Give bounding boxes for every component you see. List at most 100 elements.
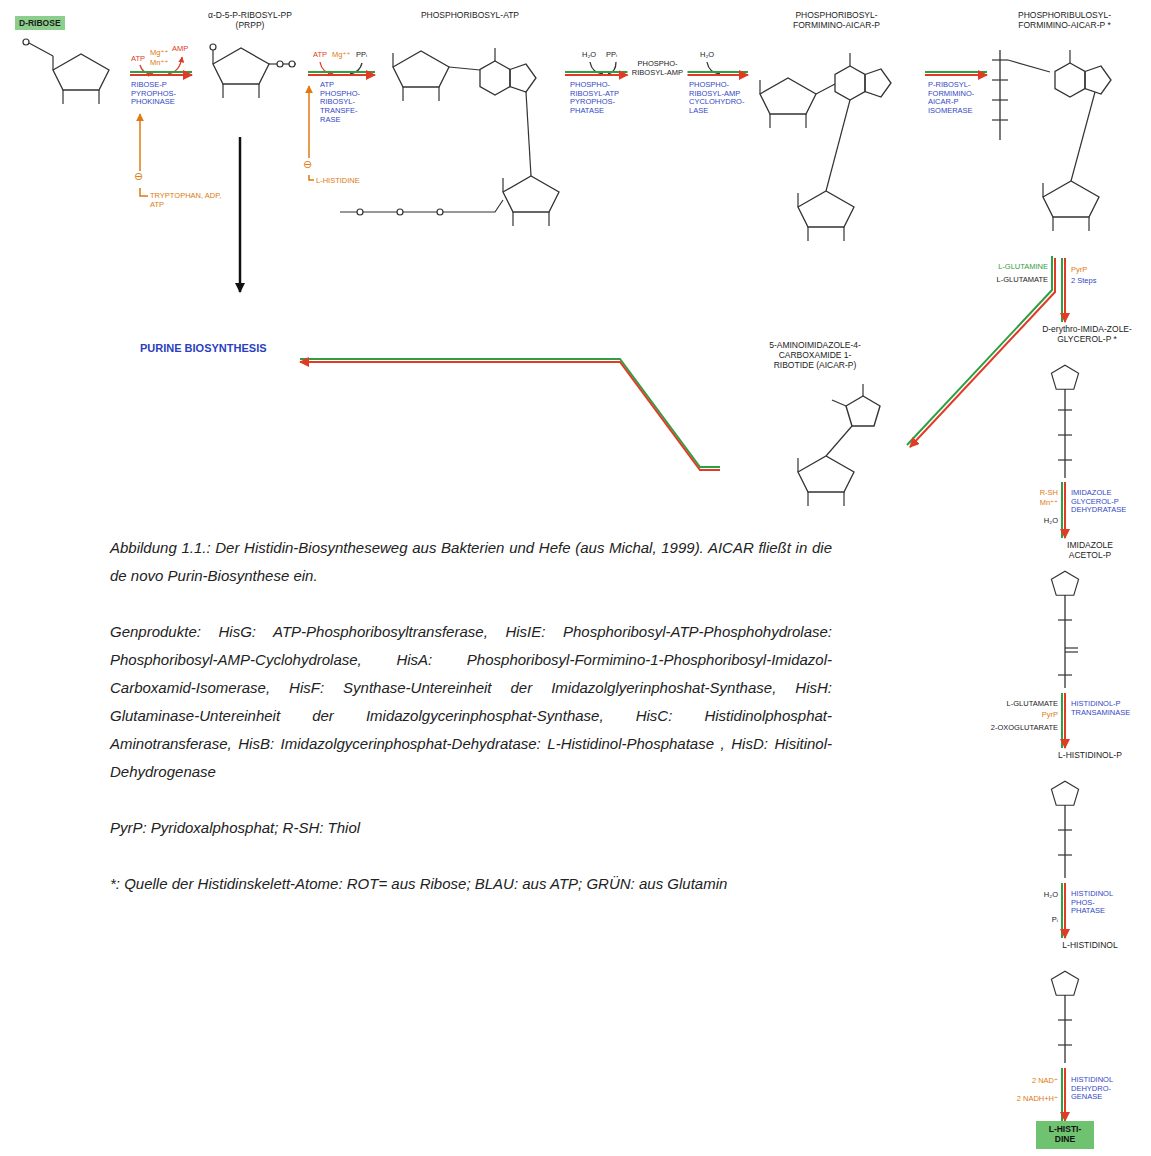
reaction-arrow [1062, 693, 1065, 748]
cofactor-label: ⊖ [303, 159, 312, 170]
side-chain [1064, 595, 1065, 688]
reaction-line [925, 74, 987, 76]
compound-name: 5-AMINOIMIDAZOLE-4-CARBOXAMIDE 1-RIBOTID… [759, 340, 871, 371]
reaction-line [565, 71, 628, 73]
bond-line [526, 92, 531, 176]
reaction-line [1061, 1068, 1063, 1121]
figure-caption: Abbildung 1.1.: Der Histidin-Biosynthese… [110, 534, 832, 590]
reaction-line [1061, 482, 1063, 538]
reaction-line [565, 74, 628, 76]
phosphate-symbol [289, 61, 295, 67]
cofactor-label: AMP [172, 44, 188, 53]
reaction-arrow [565, 72, 628, 75]
cofactor-label: PyrP [1071, 265, 1087, 274]
footnote: PyrP: Pyridoxalphosphat; R-SH: Thiol [110, 814, 832, 842]
bond-line [1065, 651, 1078, 652]
phosphate-symbol [210, 44, 216, 50]
compound-name: L-HISTIDINOL-P [1042, 750, 1138, 760]
cofactor-label: ATP [313, 50, 327, 59]
enzyme-label: HISTIDINOL DEHYDRO-GENASE [1071, 1076, 1126, 1102]
reaction-line [907, 256, 1052, 445]
reaction-arrow [1062, 1068, 1065, 1121]
reaction-line [300, 362, 720, 470]
bond-line [449, 67, 480, 70]
bond-line [1058, 1019, 1072, 1020]
cofactor-label: PPᵢ [606, 50, 617, 59]
bond-line [992, 119, 1008, 120]
compound-box: PHOSPHORIBOSYL-FORMIMINO-AICAR-P [748, 8, 925, 258]
reaction-arrow [300, 359, 720, 470]
enzyme-label: HISTIDINOL-P TRANSAMINASE [1071, 700, 1145, 717]
ribose-ring [393, 51, 449, 101]
cofactor-label: H₂O [700, 50, 714, 59]
compound-name: PHOSPHORIBOSYL-ATP [395, 10, 545, 20]
reaction-line [688, 74, 749, 76]
cofactor-label: H₂O [582, 50, 596, 59]
cofactor-label: L-GLUTAMATE [1007, 699, 1058, 708]
reaction-line [688, 71, 749, 73]
bond-line [1058, 459, 1072, 460]
bond-line [1071, 92, 1095, 181]
cofactor-label: ⊖ [134, 171, 143, 182]
imidazole-ring [1051, 781, 1078, 805]
reaction-line [1064, 693, 1066, 748]
bond-line [1008, 60, 1050, 72]
compound-box: D-erythro-IMIDA-ZOLE-GLYCEROL-P * [1029, 322, 1145, 482]
glycerol-chain [1064, 389, 1065, 478]
bond-line [992, 99, 1008, 100]
reaction-arrow [308, 72, 375, 75]
bond-line [1058, 829, 1072, 830]
reaction-line [130, 71, 192, 73]
enzyme-label: IMIDAZOLE GLYCEROL-P DEHYDRATASE [1071, 489, 1145, 515]
reaction-arrow [1062, 258, 1065, 322]
compound-name: PHOSPHORIBULOSYL-FORMIMINO-AICAR-P * [1006, 10, 1124, 30]
cofactor-label: L-GLUTAMATE [997, 275, 1048, 284]
branch-arrow [239, 137, 242, 292]
reaction-arrow [1062, 482, 1065, 538]
reaction-line [308, 71, 375, 73]
bond-line [826, 426, 852, 456]
bond-line [862, 384, 863, 396]
reaction-line [910, 258, 1055, 447]
reaction-arrow [1062, 883, 1065, 938]
phosphate-symbol [23, 39, 29, 45]
ribose-ring [760, 78, 816, 128]
compound-box: α-D-5-P-RIBOSYL-PP (PRPP) [192, 8, 308, 133]
compound-name: IMIDAZOLE ACETOL-P [1054, 540, 1126, 560]
cofactor-label: L-HISTIDINE [316, 176, 360, 185]
bond-line [992, 59, 1008, 60]
phosphate-symbol [397, 209, 403, 215]
bond-line [1058, 854, 1072, 855]
compound-name: L-HISTIDINOL [1042, 940, 1138, 950]
cofactor-label: Mg⁺⁺ [150, 48, 168, 57]
inhibition-arrow [308, 86, 310, 158]
phosphate-symbol [277, 61, 283, 67]
imidazole-ring [1051, 971, 1078, 995]
ribose-ring [503, 176, 559, 226]
enzyme-label: PHOSPHO-RIBOSYL-ATP PYROPHOS-PHATASE [570, 81, 630, 116]
cofactor-label: Pᵢ [1052, 915, 1058, 924]
triphosphate-chain [340, 200, 503, 212]
reaction-line [308, 74, 375, 76]
reaction-line [1061, 693, 1063, 748]
enzyme-label: 2 Steps [1071, 277, 1131, 286]
inhibition-line [309, 175, 314, 180]
compound-name: PURINE BIOSYNTHESIS [140, 342, 290, 355]
cofactor-label: Mg⁺⁺ [332, 50, 350, 59]
cofactor-label: TRYPTOPHAN, ADP, ATP [150, 191, 222, 209]
reaction-line [1061, 883, 1063, 938]
footnote: *: Quelle der Histidinskelett-Atome: ROT… [110, 870, 832, 898]
imidazole-ring [835, 53, 891, 100]
cofactor-label: Mn⁺⁺ [150, 58, 168, 67]
compound-name: α-D-5-P-RIBOSYL-PP (PRPP) [196, 10, 304, 30]
reaction-line [130, 74, 192, 76]
compound-name: D-erythro-IMIDA-ZOLE-GLYCEROL-P * [1033, 324, 1141, 344]
imidazole-ring [1051, 571, 1078, 595]
enzyme-label: P-RIBOSYL-FORMIMINO-AICAR-P ISOMERASE [928, 81, 986, 116]
side-chain [1064, 995, 1065, 1063]
reaction-line [1064, 1068, 1066, 1121]
reaction-line [1064, 258, 1066, 322]
enzyme-label: HISTIDINOL PHOS-PHATASE [1071, 890, 1126, 916]
compound-box: PHOSPHORIBOSYL-ATP [375, 8, 565, 253]
phosphate-symbol [357, 209, 363, 215]
